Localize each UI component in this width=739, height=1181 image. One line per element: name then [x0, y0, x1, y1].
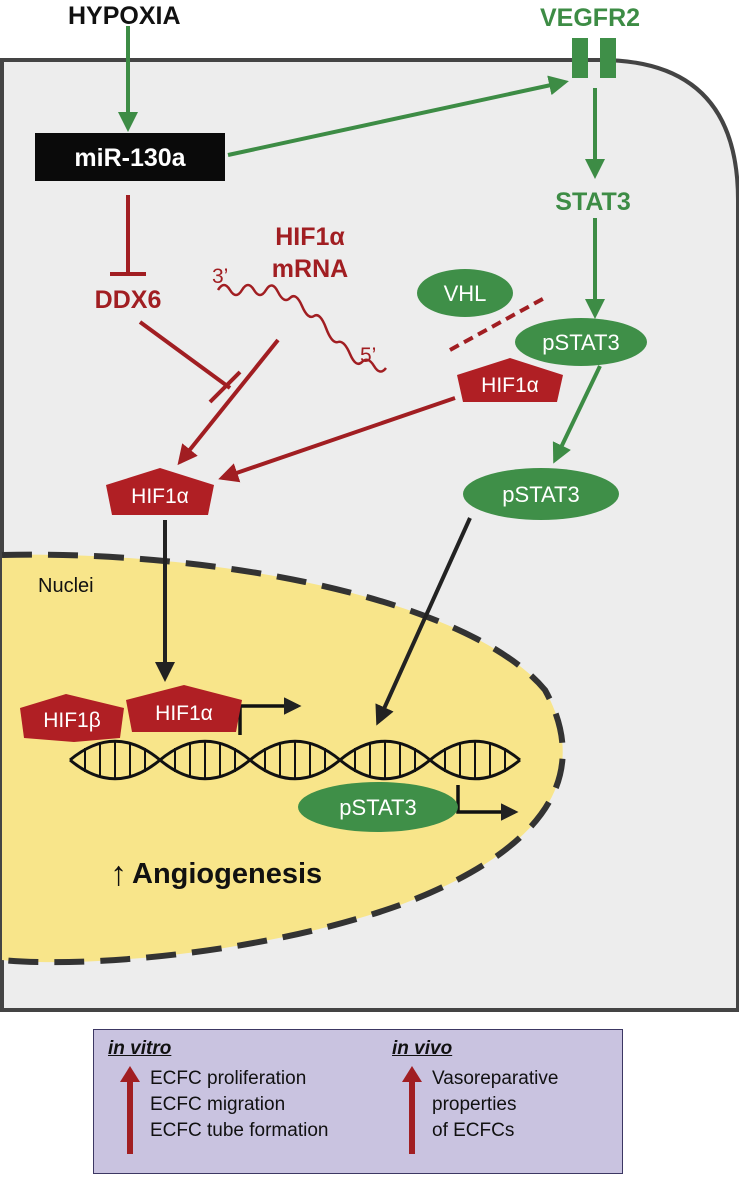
pstat3-cyto-label: pSTAT3: [542, 330, 619, 355]
ddx6-label: DDX6: [95, 286, 162, 314]
arrow-hif1a-degraded-to-hif1a: [218, 396, 456, 483]
transcription-arrow-stat3: [456, 785, 519, 821]
hif1a-mrna-label-line2: mRNA: [272, 255, 348, 283]
pstat3-moving-node: pSTAT3: [463, 468, 619, 520]
hif1a-cyto-node: HIF1α: [106, 468, 214, 515]
vegfr2-label: VEGFR2: [540, 4, 640, 32]
hif1b-label: HIF1β: [43, 709, 101, 732]
vhl-degradation-dashed-line: [449, 294, 549, 352]
arrow-pstat3-into-nucleus: [375, 517, 472, 726]
legend-in-vitro-item-1: ECFC migration: [150, 1094, 286, 1115]
up-arrow-icon: [402, 1066, 422, 1154]
vhl-node: VHL: [417, 269, 513, 317]
pstat3-nuclear-node: pSTAT3: [298, 782, 458, 832]
legend-in-vivo-item-0: Vasoreparative: [432, 1068, 559, 1089]
arrow-pstat3-to-pstat3-moving: [552, 365, 602, 464]
legend-in-vitro-item-2: ECFC tube formation: [150, 1120, 329, 1141]
hif1b-node: HIF1β: [20, 694, 124, 742]
hypoxia-label: HYPOXIA: [68, 2, 181, 30]
legend-box: in vitro ECFC proliferation ECFC migrati…: [93, 1029, 623, 1174]
hif1a-nuclear-label: HIF1α: [155, 702, 213, 725]
angiogenesis-label: Angiogenesis: [132, 858, 322, 890]
nuclei-label: Nuclei: [38, 575, 94, 597]
hif1a-nuclear-node: HIF1α: [126, 685, 242, 732]
three-prime-label: 3’: [212, 265, 228, 288]
hif1a-degraded-node: HIF1α: [457, 358, 563, 402]
legend-in-vivo-item-1: properties: [432, 1094, 517, 1115]
pstat3-moving-label: pSTAT3: [502, 482, 579, 507]
mir130a-label: miR-130a: [74, 144, 186, 172]
five-prime-label: 5’: [360, 344, 376, 367]
nucleus: [1, 551, 566, 966]
up-arrow-icon: [120, 1066, 140, 1154]
pstat3-nuclear-label: pSTAT3: [339, 795, 416, 820]
inhibit-mir130a-ddx6: [110, 195, 146, 276]
angiogenesis-up-arrow: ↑: [110, 855, 127, 893]
legend-in-vivo-heading: in vivo: [392, 1038, 453, 1059]
legend-in-vivo-item-2: of ECFCs: [432, 1120, 515, 1141]
legend-in-vitro-item-0: ECFC proliferation: [150, 1068, 307, 1089]
arrow-mrna-to-hif1a: [177, 338, 280, 466]
hif1a-cyto-label: HIF1α: [131, 485, 189, 508]
hif1a-degraded-label: HIF1α: [481, 374, 539, 397]
legend-in-vitro-heading: in vitro: [108, 1038, 172, 1059]
legend-in-vitro: in vitro ECFC proliferation ECFC migrati…: [108, 1038, 329, 1154]
mir130a-node: miR-130a: [35, 133, 225, 181]
hif1a-mrna-label-line1: HIF1α: [275, 223, 345, 251]
legend-in-vivo: in vivo Vasoreparative properties of ECF…: [392, 1038, 559, 1154]
dna-helix: [69, 739, 521, 781]
hif1a-mrna-strand: [216, 283, 387, 373]
stat3-label: STAT3: [555, 188, 630, 216]
vegfr2-receptor: [572, 38, 616, 78]
vhl-label: VHL: [444, 281, 487, 306]
pstat3-cyto-node: pSTAT3: [515, 318, 647, 366]
arrow-mir130a-to-vegfr2: [227, 75, 569, 157]
inhibit-ddx6-hif1a: [138, 320, 242, 404]
